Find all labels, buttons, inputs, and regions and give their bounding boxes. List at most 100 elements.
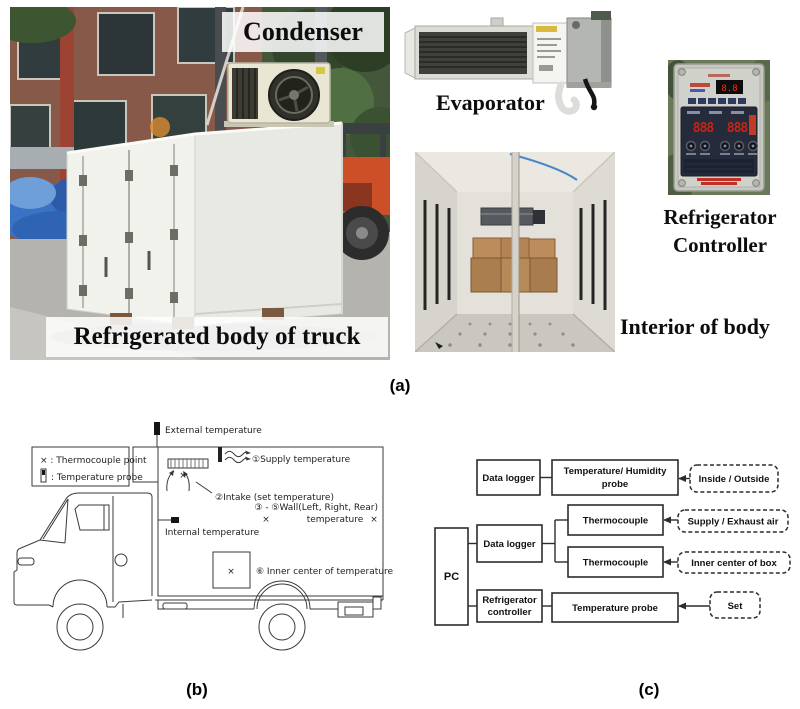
temperature-probe-box — [551, 592, 679, 623]
truck-photo-art — [0, 0, 410, 360]
pc-box — [434, 527, 469, 626]
condenser-label-box: Condenser — [222, 12, 384, 52]
interior-art — [414, 151, 616, 353]
truck-caption-box: Refrigerated body of truck — [46, 317, 388, 357]
measurement-system-diagram: PC Data logger Temperature/ Humidity pro… — [434, 459, 791, 626]
floor-drains — [448, 322, 575, 347]
pc-label: PC — [444, 571, 459, 583]
external-temp-label: External temperature — [165, 426, 262, 436]
controller-caption-line2: Controller — [672, 233, 768, 258]
evaporator-symbol — [167, 458, 209, 469]
center-pole — [511, 152, 520, 352]
truck-measurement-diagram: × : Thermocouple point : Temperature pro… — [13, 422, 393, 651]
red-side-sticker — [749, 115, 756, 135]
panel-buttons — [685, 140, 759, 152]
lower-panel — [684, 159, 754, 173]
controller-caption-line1: Refrigerator — [663, 205, 777, 229]
evaporator-art — [404, 11, 612, 115]
supply-arrows — [224, 450, 251, 464]
case-screws — [678, 68, 760, 187]
top-display — [716, 80, 743, 94]
refrigerated-box — [50, 121, 360, 351]
wall-temp-label-line1: ③ - ⑤Wall(Left, Right, Rear) — [254, 503, 378, 513]
condenser-label: Condenser — [243, 16, 363, 46]
inner-center-of-box-label: Inner center of box — [691, 558, 777, 569]
overcab-unit — [132, 446, 159, 483]
interior-evaporator — [480, 207, 545, 226]
interior-photo — [414, 151, 616, 353]
control-panel — [680, 106, 758, 177]
wheels — [52, 579, 311, 651]
data-logger-top-label: Data logger — [482, 473, 535, 484]
temp-humidity-label-line2: probe — [602, 479, 628, 490]
truck-caption: Refrigerated body of truck — [73, 323, 361, 351]
legend-box — [31, 446, 130, 487]
inner-center-label: ⑥ Inner center of temperature — [256, 567, 393, 577]
korean-title-marks — [688, 98, 746, 104]
supply-temp-label: ①Supply temperature — [252, 455, 351, 465]
refrigerator-controller-box — [476, 589, 543, 623]
set-box — [709, 591, 761, 619]
thermocouple-bottom-label: Thermocouple — [583, 558, 648, 569]
interior-caption: Interior of body — [620, 314, 770, 339]
inside-outside-box — [689, 464, 779, 493]
temp-humidity-label-line1: Temperature/ Humidity — [564, 466, 667, 477]
wall-temp-label-line2: temperature — [307, 515, 364, 525]
external-probe-icon — [154, 422, 160, 435]
bottom-red-text-marks — [697, 178, 741, 185]
evaporator-end-plate — [404, 27, 416, 79]
inner-center-box — [212, 551, 251, 589]
temperature-probe-label: Temperature probe — [572, 603, 658, 614]
supply-exhaust-label: Supply / Exhaust air — [688, 517, 779, 528]
data-logger-mid-box — [476, 524, 543, 563]
cargo-box — [157, 446, 384, 597]
panel-b-label: (b) — [186, 680, 208, 699]
seg-display-left: 888 — [693, 121, 715, 136]
legend-probe-text: : Temperature probe — [51, 473, 143, 483]
internal-temp-label: Internal temperature — [165, 528, 260, 538]
x-mark-wall-left: × — [262, 515, 270, 525]
button-labels — [686, 153, 758, 155]
data-logger-top-box — [476, 459, 541, 496]
panel-a-label: (a) — [389, 376, 411, 395]
power-cable — [582, 78, 597, 106]
top-text-mark — [708, 74, 730, 77]
truck-cab — [13, 492, 153, 608]
set-label: Set — [728, 601, 744, 612]
drain-hose — [555, 81, 580, 115]
legend-probe-icon — [40, 468, 47, 483]
intake-label: ②Intake (set temperature) — [215, 493, 334, 503]
inside-outside-label: Inside / Outside — [699, 474, 770, 485]
legend-thermocouple-text: × : Thermocouple point — [40, 456, 147, 466]
panel-c-label: (c) — [638, 680, 660, 699]
refrigerator-controller-label-line2: controller — [488, 607, 532, 618]
wall-rails — [423, 200, 607, 310]
controller-photo: 8.8 888 888 — [658, 58, 780, 206]
chassis — [122, 596, 384, 618]
supply-outlet — [218, 447, 222, 462]
top-display-digits: 8.8 — [721, 84, 737, 94]
evaporator-fins — [419, 17, 527, 74]
supply-exhaust-box — [677, 509, 789, 533]
cable-end — [590, 103, 598, 111]
thermocouple-top-label: Thermocouple — [583, 516, 648, 527]
evaporator-caption: Evaporator — [436, 90, 545, 115]
refrigerator-controller-label-line1: Refrigerator — [482, 595, 537, 606]
evaporator-motor-end — [566, 11, 612, 88]
x-mark-wall-right: × — [370, 515, 378, 525]
intake-arrows — [166, 470, 213, 494]
x-mark-inner-center: × — [227, 567, 235, 577]
truck-photo: Condenser Refrigerated body of truck — [0, 0, 410, 360]
seg-display-right: 888 — [727, 121, 749, 136]
floor-object — [435, 342, 443, 349]
tractor — [332, 123, 390, 260]
inner-center-of-box-box — [677, 551, 791, 574]
brand-mark — [690, 83, 710, 87]
internal-probe — [158, 517, 179, 523]
data-logger-mid-label: Data logger — [483, 539, 536, 550]
evaporator-label-panel — [532, 22, 568, 84]
arrowheads — [663, 475, 686, 610]
controller-caption: Refrigerator Controller — [650, 203, 790, 260]
x-mark-evaporator: × — [179, 471, 187, 481]
evaporator-photo — [403, 3, 618, 118]
